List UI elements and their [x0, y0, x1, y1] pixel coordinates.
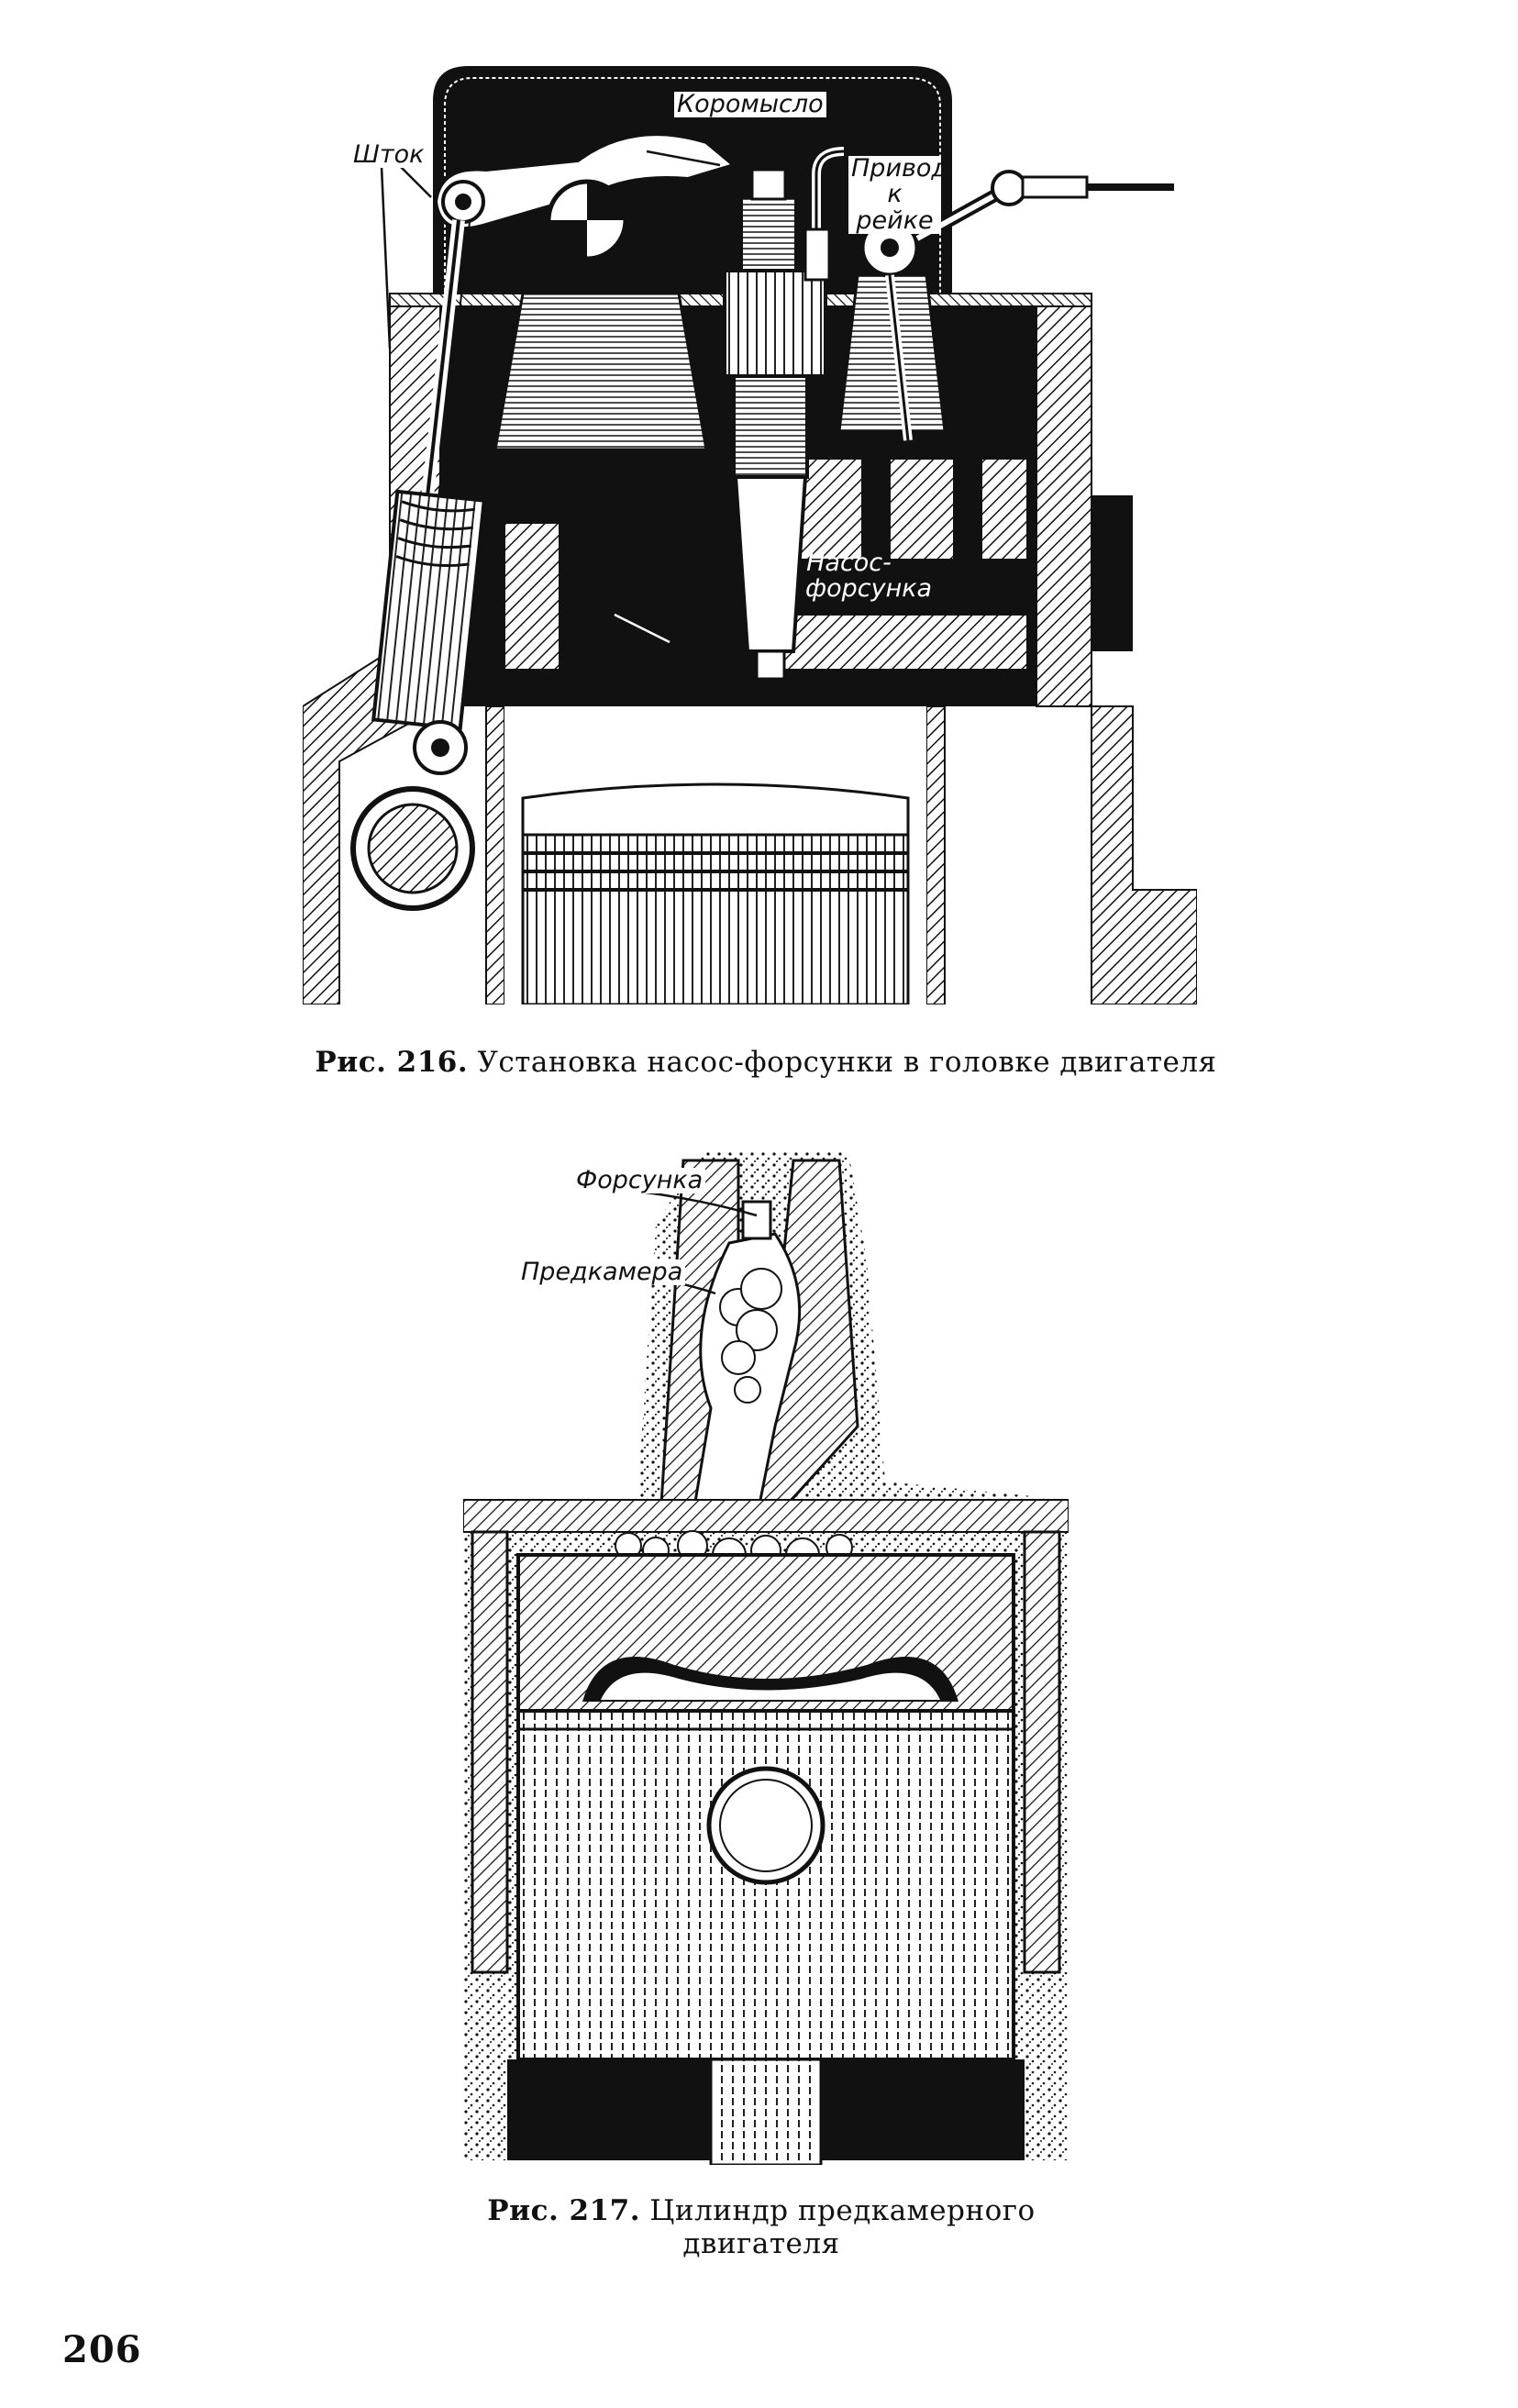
page-number: 206: [62, 2328, 142, 2371]
figure-217-caption-text-line1: Цилиндр предкамерного: [649, 2194, 1036, 2227]
label-rocker: Коромысло: [674, 91, 826, 118]
figure-216-illustration: [303, 66, 1197, 1004]
figure-217-caption-line1: Рис. 217. Цилиндр предкамерного: [440, 2194, 1082, 2228]
figure-217-illustration: [463, 1151, 1069, 2165]
figure-216-caption: Рис. 216. Установка насос-форсунки в гол…: [275, 1046, 1257, 1079]
label-injector: Форсунка: [573, 1167, 706, 1194]
label-rack-drive: Привод к рейке: [848, 155, 948, 235]
figure-217-caption-text-line2: двигателя: [682, 2226, 840, 2260]
figure-216-caption-text: Установка насос-форсунки в головке двига…: [477, 1046, 1217, 1079]
figure-216-pump-injector-installation: Коромысло Шток Привод к рейке Насос-форс…: [303, 64, 1197, 1004]
figure-217-caption-number: Рис. 217.: [487, 2194, 641, 2227]
figure-217-caption: Рис. 217. Цилиндр предкамерного двигател…: [440, 2194, 1082, 2260]
figure-216-caption-number: Рис. 216.: [315, 1046, 469, 1079]
label-pump-injector: Насос-форсунка: [805, 549, 933, 604]
label-prechamber: Предкамера: [518, 1259, 686, 1286]
figure-217-prechamber-cylinder: Форсунка Предкамера: [463, 1151, 1069, 2165]
label-rod: Шток: [350, 141, 427, 169]
label-cylinder-head: Головка двигателя: [663, 718, 800, 773]
